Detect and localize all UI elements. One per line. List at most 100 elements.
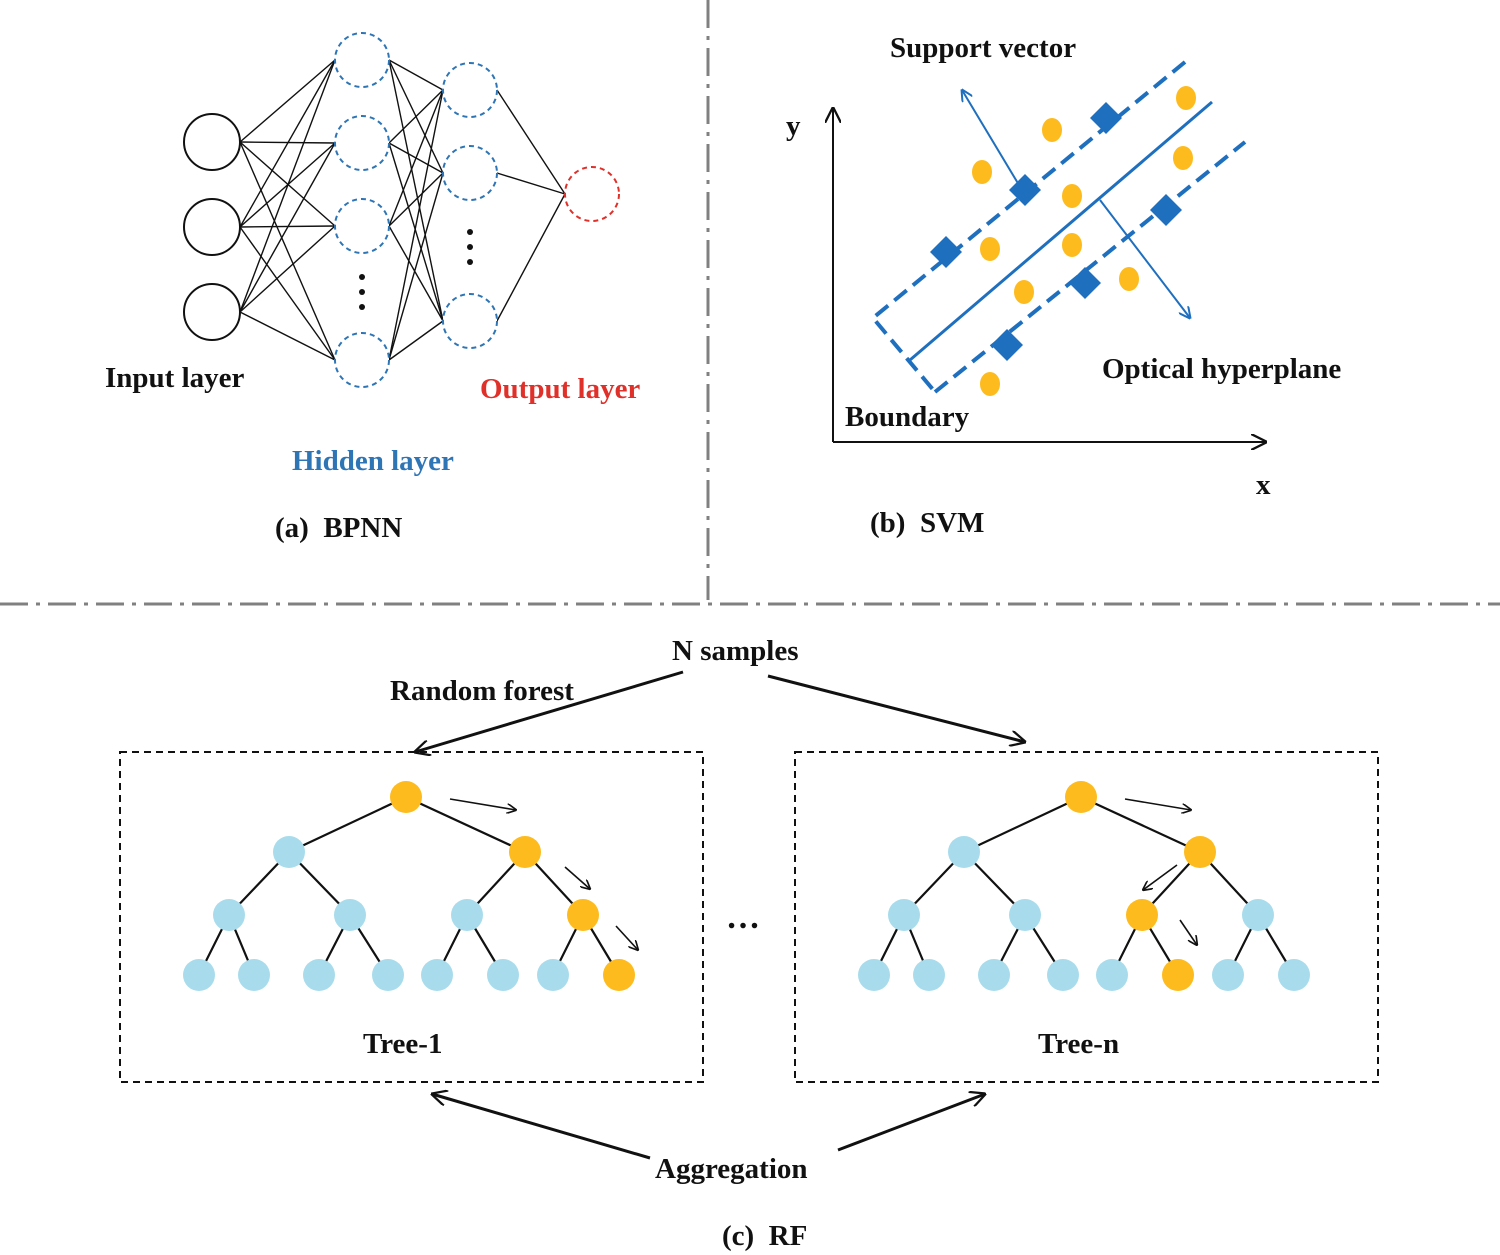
decision-path-arrow xyxy=(1179,919,1197,945)
support-vector-square xyxy=(930,236,962,268)
y-axis-label: y xyxy=(786,110,801,142)
tree-1 xyxy=(183,781,638,991)
tree-edge xyxy=(405,796,526,853)
tree-n xyxy=(858,781,1310,991)
decision-path-arrow xyxy=(564,866,590,889)
n-samples-label: N samples xyxy=(672,635,798,667)
hidden-layer-label: Hidden layer xyxy=(292,445,454,477)
support-vector-arrow xyxy=(962,90,1023,191)
tree-node xyxy=(978,959,1010,991)
connection-line xyxy=(388,320,444,361)
trees-ellipsis: … xyxy=(726,899,760,936)
connection-line xyxy=(239,59,336,313)
connection-line xyxy=(239,226,336,361)
connection-line xyxy=(496,172,566,195)
tree-node xyxy=(1242,899,1274,931)
tree-node xyxy=(238,959,270,991)
connection-line xyxy=(239,141,336,361)
lower-margin-boundary xyxy=(933,140,1247,394)
input-node xyxy=(183,198,241,256)
hidden-node xyxy=(442,293,498,349)
connection-line xyxy=(239,141,336,227)
tree1-label: Tree-1 xyxy=(363,1028,442,1060)
input-node xyxy=(183,283,241,341)
tree-node xyxy=(858,959,890,991)
support-vector-square xyxy=(1090,102,1122,134)
tree-node xyxy=(1096,959,1128,991)
tree-node xyxy=(183,959,215,991)
optical-hyperplane-line xyxy=(909,100,1213,362)
hidden-ellipsis-1 xyxy=(359,274,365,310)
rf-caption: (c) RF xyxy=(722,1220,807,1252)
hidden-node xyxy=(334,32,390,88)
connection-line xyxy=(496,193,566,322)
support-vector-square xyxy=(1009,174,1041,206)
connection-line xyxy=(239,311,336,361)
aggregation-to-treen-arrow xyxy=(837,1094,985,1152)
tree-edge xyxy=(963,796,1082,853)
tree-node xyxy=(888,899,920,931)
treen-label: Tree-n xyxy=(1038,1028,1119,1060)
decision-path-arrow xyxy=(1124,798,1191,810)
tree-node xyxy=(372,959,404,991)
samples-to-treen-arrow xyxy=(767,674,1025,742)
decision-path-node xyxy=(603,959,635,991)
tree-node xyxy=(1212,959,1244,991)
input-node xyxy=(183,113,241,171)
decision-path-node xyxy=(1162,959,1194,991)
tree-node xyxy=(913,959,945,991)
hidden-node xyxy=(334,198,390,254)
connection-line xyxy=(388,225,444,322)
connection-line xyxy=(388,142,444,322)
aggregation-label: Aggregation xyxy=(655,1153,808,1185)
hidden-node xyxy=(334,332,390,388)
class-point xyxy=(1062,184,1082,208)
class-point xyxy=(972,160,992,184)
class-point xyxy=(1173,146,1193,170)
decision-path-arrow xyxy=(449,798,516,810)
hidden-node xyxy=(334,115,390,171)
class-point xyxy=(980,372,1000,396)
decision-path-node xyxy=(390,781,422,813)
tree-edge xyxy=(1080,796,1201,853)
boundary-label: Boundary xyxy=(845,401,970,433)
bpnn-nodes xyxy=(183,32,620,388)
decision-path-node xyxy=(1065,781,1097,813)
treen-box xyxy=(794,751,1379,1083)
hyperplane-arrow xyxy=(1099,199,1190,318)
connection-line xyxy=(388,172,444,227)
hidden-node xyxy=(442,145,498,201)
tree-node xyxy=(334,899,366,931)
svm-caption: (b) SVM xyxy=(870,507,984,539)
panel-dividers xyxy=(0,0,1500,606)
support-vector-square xyxy=(991,329,1023,361)
tree-node xyxy=(303,959,335,991)
class-point xyxy=(1176,86,1196,110)
tree-node xyxy=(1009,899,1041,931)
class-point xyxy=(1042,118,1062,142)
tree-node xyxy=(213,899,245,931)
tree-node xyxy=(1047,959,1079,991)
svm-panel: y x Support vector Optical hyperplane Bo… xyxy=(786,32,1341,539)
connection-line xyxy=(239,142,336,313)
decision-path-node xyxy=(567,899,599,931)
tree-node xyxy=(273,836,305,868)
svm-points xyxy=(930,86,1196,396)
input-layer-label: Input layer xyxy=(105,362,245,394)
connection-line xyxy=(239,59,336,228)
support-vector-square xyxy=(1150,194,1182,226)
output-layer-label: Output layer xyxy=(480,373,640,405)
class-point xyxy=(980,237,1000,261)
connection-line xyxy=(239,59,336,143)
bpnn-panel: Input layer Hidden layer Output layer (a… xyxy=(105,32,640,544)
tree1-box xyxy=(119,751,704,1083)
class-point xyxy=(1062,233,1082,257)
class-point xyxy=(1119,267,1139,291)
class-point xyxy=(1014,280,1034,304)
rf-panel: N samples Random forest Tree-1 Tree-n … … xyxy=(119,635,1379,1252)
decision-path-node xyxy=(509,836,541,868)
decision-path-node xyxy=(1126,899,1158,931)
decision-path-arrow xyxy=(1143,864,1178,890)
random-forest-label: Random forest xyxy=(390,675,574,707)
decision-path-node xyxy=(1184,836,1216,868)
